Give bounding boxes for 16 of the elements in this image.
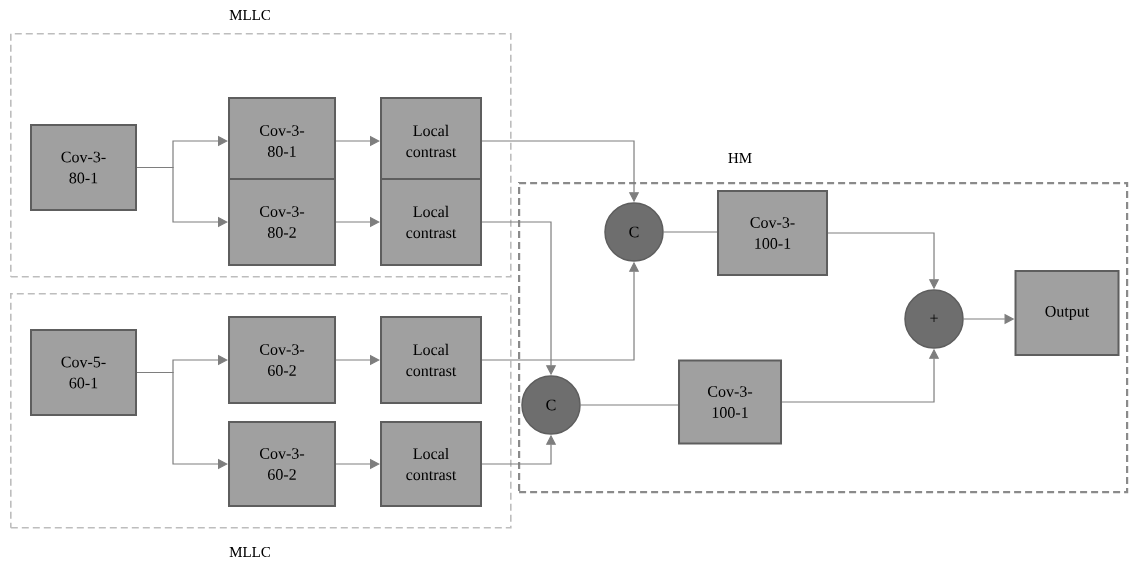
process-box: Cov-3- 80-1 [30, 124, 137, 211]
process-box: Cov-3- 60-2 [228, 421, 336, 507]
process-box: Local contrast [380, 178, 482, 266]
process-box: Local contrast [380, 97, 482, 185]
node-label: MLLC [229, 546, 271, 558]
process-box: Local contrast [380, 316, 482, 404]
process-box: Cov-3- 80-1 [228, 97, 336, 185]
process-box: Cov-5- 60-1 [30, 329, 137, 416]
process-box: Local contrast [380, 421, 482, 507]
process-box: Cov-3- 60-2 [228, 316, 336, 404]
process-box: Cov-3- 100-1 [717, 190, 828, 276]
process-box: Cov-3- 100-1 [678, 359, 782, 445]
process-box: Output [1014, 270, 1120, 356]
node-label: HM [728, 153, 752, 163]
process-box: Cov-3- 80-2 [228, 178, 336, 266]
node-label: MLLC [229, 9, 271, 21]
